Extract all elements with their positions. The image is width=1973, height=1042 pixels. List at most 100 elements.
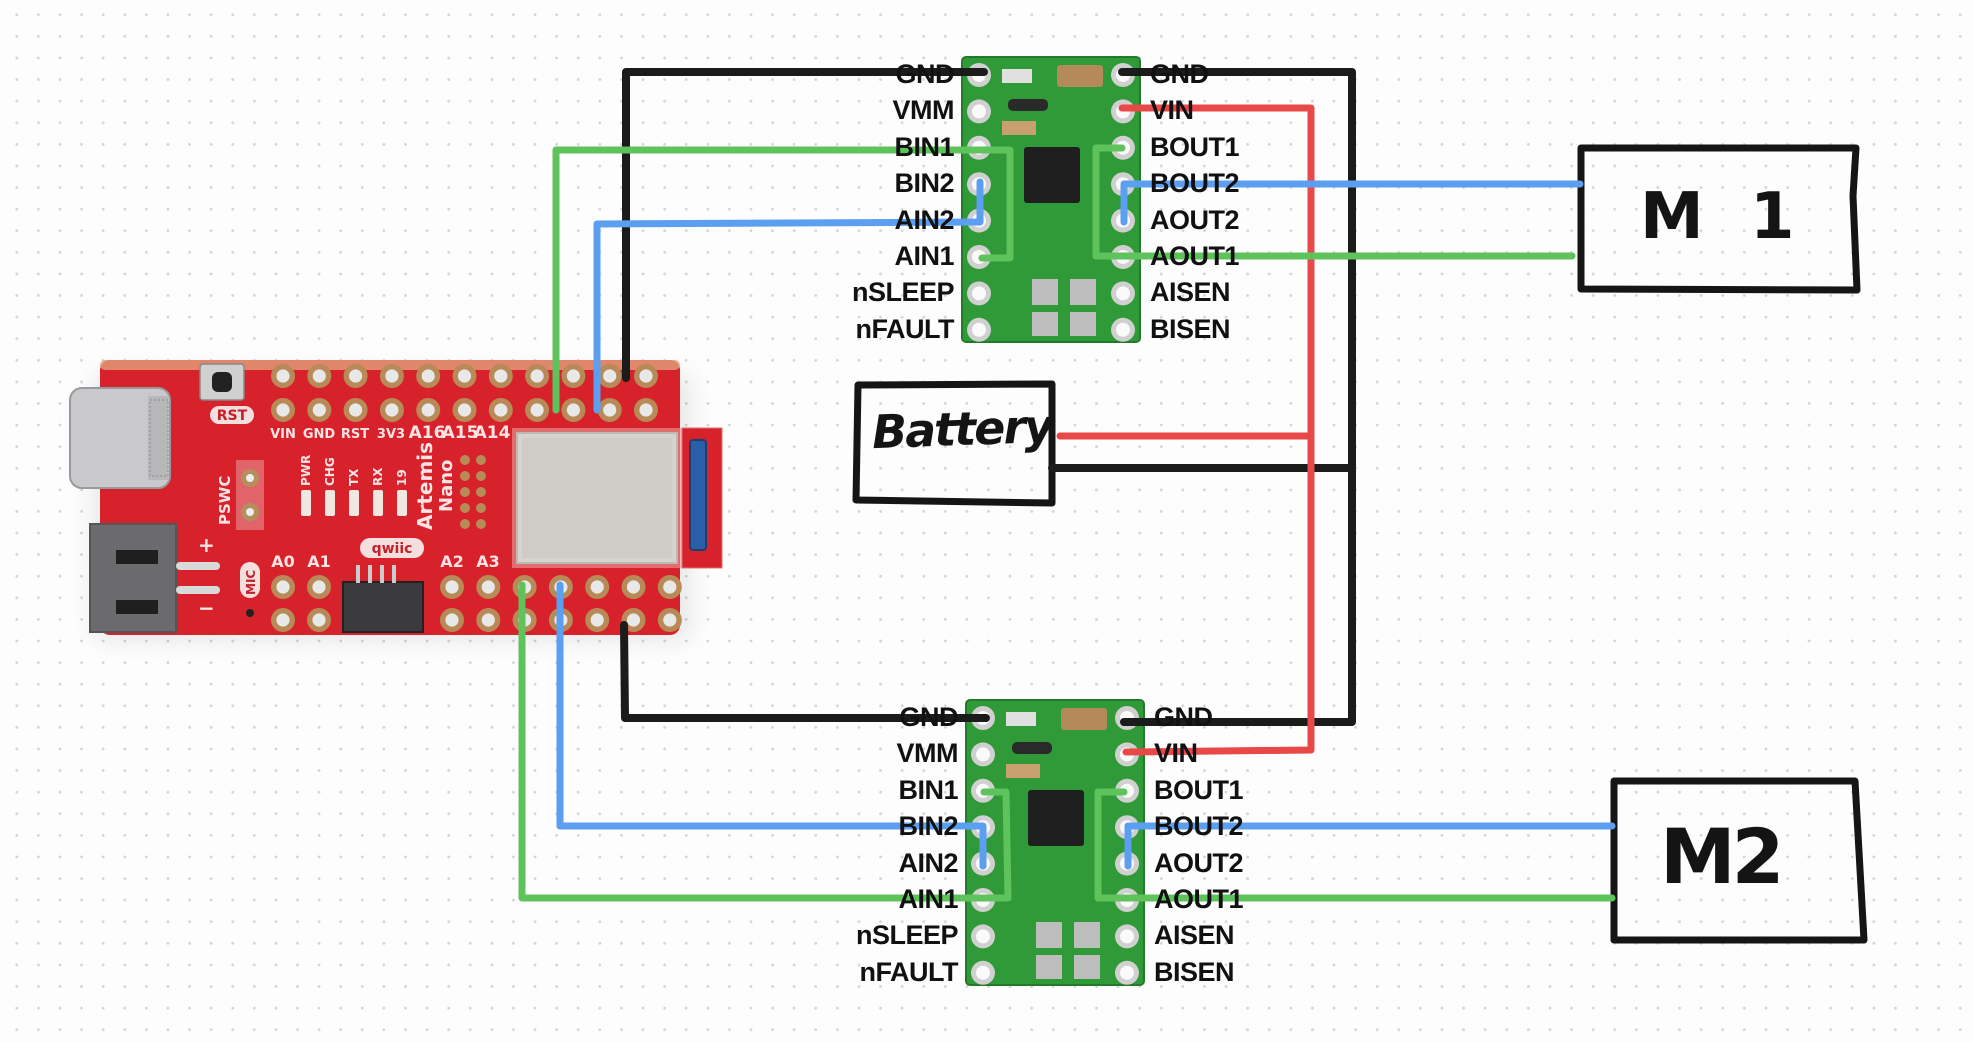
top-pin-label: A16 <box>409 423 446 443</box>
header-pin <box>343 364 368 388</box>
sense-resistor <box>1070 312 1096 336</box>
driver-right-pin-label: GND <box>1150 59 1209 89</box>
led <box>301 490 311 516</box>
driver-left-pin-label: nSLEEP <box>855 920 959 951</box>
swd-pin <box>476 471 486 481</box>
driver-right-pin-label: AOUT2 <box>1154 847 1244 878</box>
swd-pin <box>460 503 470 513</box>
header-pin <box>271 575 295 599</box>
sense-resistor <box>1036 955 1062 979</box>
driver-left-pin-label: VMM <box>896 738 959 769</box>
bottom-pin-label: A2 <box>440 552 464 571</box>
header-pin <box>597 364 622 388</box>
header-pin <box>379 398 404 422</box>
sense-resistor <box>1074 955 1100 979</box>
header-pin <box>307 575 331 599</box>
swd-pin <box>476 519 486 529</box>
wire-green-board-to-top-driver <box>552 146 1014 414</box>
header-pin <box>416 398 441 422</box>
battery-connector: + − <box>89 523 220 633</box>
led-label: PWR <box>299 455 313 486</box>
header-pin <box>525 398 550 422</box>
capacitor <box>1061 708 1107 730</box>
led-label: RX <box>371 467 385 486</box>
led <box>373 490 383 516</box>
driver-pin-hole <box>1116 322 1130 337</box>
driver-left-pin-label: AIN1 <box>898 884 958 914</box>
motor-2-box <box>1610 777 1868 944</box>
driver-right-pin-label: AOUT1 <box>1150 241 1240 271</box>
driver-right-pin-label: BOUT1 <box>1154 774 1244 805</box>
artemis-module <box>512 427 723 569</box>
header-pin <box>634 364 658 388</box>
driver-right-pin-label: AOUT1 <box>1154 884 1244 914</box>
driver-left-pin-label: nFAULT <box>859 956 959 987</box>
swd-pin <box>476 455 486 465</box>
sense-resistor <box>1070 279 1096 305</box>
mic-hole <box>246 609 254 617</box>
sense-resistor <box>1032 279 1058 305</box>
pswc-label: PSWC <box>216 476 234 525</box>
artemis-brand-label: Artemis <box>413 442 437 530</box>
driver-pin-hole <box>972 286 986 301</box>
header-pin <box>271 398 295 422</box>
driver-right-pin-label: BISEN <box>1150 313 1231 344</box>
driver-left-pin-label: AIN2 <box>898 847 958 878</box>
header-pin <box>416 364 441 388</box>
header-pin <box>452 398 477 422</box>
driver-right-pin-label: VIN <box>1154 738 1198 769</box>
driver-left-pin-label: GND <box>899 702 959 732</box>
driver-board-bottom <box>965 699 1145 986</box>
driver-chip <box>1028 790 1084 846</box>
led-label: CHG <box>323 457 337 486</box>
reset-label: RST <box>217 408 248 424</box>
smd-component <box>1002 121 1036 135</box>
header-pin <box>307 398 332 422</box>
qwiic-connector: qwiic <box>342 538 424 633</box>
wire-blue-board-to-top-driver <box>593 178 984 414</box>
resistor <box>1002 69 1032 83</box>
driver-left-pin-label: GND <box>895 59 955 89</box>
header-pin <box>307 608 331 632</box>
swd-header <box>460 455 486 529</box>
top-pin-label: RST <box>341 427 369 442</box>
wire-green-bottom-driver-to-m2 <box>1094 788 1616 902</box>
driver-right-pin-label: AOUT2 <box>1150 204 1240 235</box>
header-pin <box>634 398 658 422</box>
wire-green-board-to-bottom-driver <box>518 581 1012 902</box>
smd-component <box>1006 764 1040 778</box>
bottom-pin-label: A3 <box>476 552 500 571</box>
header-pin <box>488 398 513 422</box>
driver-right-pin-label: VIN <box>1150 95 1194 126</box>
led-label: TX <box>347 468 361 486</box>
led <box>325 490 335 516</box>
motor-1-box-outline <box>1577 144 1861 294</box>
driver-left-pin-label: nSLEEP <box>851 277 955 308</box>
motor-2-box-outline <box>1610 777 1868 944</box>
swd-pin <box>460 487 470 497</box>
motor-2-label: M2 <box>1660 812 1784 901</box>
header-pin <box>379 364 404 388</box>
led <box>397 490 407 516</box>
bottom-pin-label: A0 <box>271 552 295 571</box>
led-label: 19 <box>395 469 409 486</box>
header-pin <box>440 608 464 632</box>
wire-blue-board-to-bottom-driver <box>556 581 987 870</box>
battery-minus-label: − <box>198 596 215 620</box>
swd-pin <box>460 471 470 481</box>
header-pin <box>597 398 622 422</box>
top-pin-label: A14 <box>474 423 511 443</box>
driver-chip <box>1024 147 1080 203</box>
driver-left-pin-label: BIN1 <box>894 131 954 162</box>
sense-resistor <box>1036 922 1062 948</box>
driver-left-pin-label: VMM <box>892 95 955 126</box>
wire-blue-bottom-driver-to-m2 <box>1124 822 1616 870</box>
swd-pin <box>476 487 486 497</box>
diode <box>1008 99 1048 111</box>
battery-box-outline <box>852 380 1056 507</box>
driver-left-pin-label: AIN2 <box>894 204 954 235</box>
driver-right-pin-label: BOUT2 <box>1150 168 1240 199</box>
battery-box <box>852 380 1056 507</box>
